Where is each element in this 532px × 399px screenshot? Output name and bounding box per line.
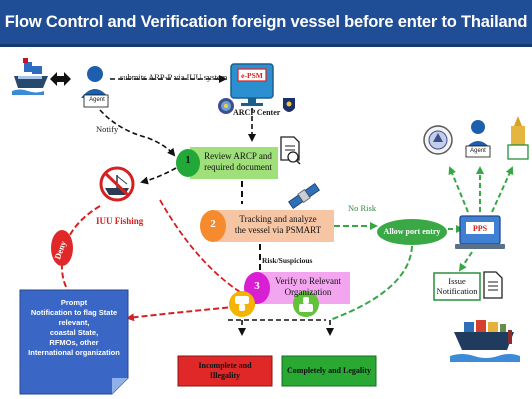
step1-badge xyxy=(176,149,200,177)
iuu-fishing-icon xyxy=(99,166,135,202)
step3-number: 3 xyxy=(254,280,260,292)
iuu-to-thumbsdown-arrow xyxy=(159,199,251,299)
risk-suspicious-label: Risk/Suspicious xyxy=(262,256,313,265)
notification-doc-icon xyxy=(483,271,503,299)
fisheries-dept-emblem-icon xyxy=(507,116,529,160)
pps-label: PPS xyxy=(472,224,488,233)
step1-line2: required document xyxy=(204,162,272,172)
thumbs-down-icon xyxy=(229,291,255,317)
prompt-text: Prompt Notification to flag State releva… xyxy=(22,298,126,358)
incomplete-box xyxy=(177,355,273,387)
allow-port-entry-label: Allow port entry xyxy=(383,227,441,236)
step2-number: 2 xyxy=(210,218,216,230)
navy-shield-icon xyxy=(283,98,295,112)
step1-number: 1 xyxy=(185,155,191,166)
arcp-seal-icon xyxy=(218,98,234,114)
epsm-badge xyxy=(237,68,267,82)
notify-label: Notify xyxy=(96,124,119,134)
step2-box xyxy=(216,210,334,242)
incomplete-line1: Incomplete and xyxy=(198,361,252,370)
bidirectional-arrow-icon xyxy=(50,72,71,86)
step2-line1: Tracking and analyze xyxy=(239,214,317,224)
prompt-line4: coastal State, xyxy=(49,328,99,337)
document-icon xyxy=(280,136,301,165)
pps-to-seal2-arrow xyxy=(491,166,514,213)
step1-box xyxy=(190,147,278,179)
prompt-line5: RFMOs, other xyxy=(49,338,99,347)
step3-line1: Verify to Relevant xyxy=(275,276,341,286)
step3-line2: Organization xyxy=(284,287,332,297)
issue-line2: Notification xyxy=(436,286,478,296)
submits-label: submits ARP-P via IUU system xyxy=(120,72,228,82)
satellite-icon xyxy=(288,182,320,210)
prompt-line1: Prompt xyxy=(60,298,88,307)
agent-left-label: Agent xyxy=(89,97,105,103)
issue-notification-text: Issue Notification xyxy=(434,276,480,296)
step3-text: Verify to Relevant Organization xyxy=(266,276,350,298)
title-bar: Flow Control and Verification foreign ve… xyxy=(0,0,532,47)
deny-badge xyxy=(51,230,73,266)
issue-line1: Issue xyxy=(448,276,466,286)
prompt-line6: International organization xyxy=(28,348,120,357)
pps-to-issue-arrow xyxy=(458,251,473,272)
arcp-center-label: ARCP Center xyxy=(233,108,281,117)
agent-right-label: Agent xyxy=(470,148,486,154)
step2-line2: the vessel via PSMART xyxy=(234,225,322,235)
step1-text: Review ARCP and required document xyxy=(198,151,278,173)
issue-notification-box xyxy=(433,272,481,301)
complete-box xyxy=(281,355,377,387)
thumbs-up-icon xyxy=(293,291,319,317)
pps-laptop-icon xyxy=(455,215,505,249)
epsm-label: e-PSM xyxy=(241,71,263,80)
vessel-icon xyxy=(12,58,48,95)
step1-line1: Review ARCP and xyxy=(204,151,272,161)
prompt-line3: relevant, xyxy=(58,318,90,327)
diagram-title: Flow Control and Verification foreign ve… xyxy=(4,13,528,31)
notify-arrow xyxy=(99,109,176,157)
no-risk-label: No Risk xyxy=(348,203,377,213)
marine-dept-seal-icon xyxy=(423,125,453,155)
step2-text: Tracking and analyze the vessel via PSMA… xyxy=(224,214,332,236)
prompt-line2: Notification to flag State xyxy=(30,308,118,317)
agent-icon-left xyxy=(81,66,109,108)
iuu-fishing-label: IUU Fishing xyxy=(96,216,144,226)
allow-port-entry xyxy=(377,219,447,245)
step2-badge xyxy=(200,210,226,242)
step1-to-iuu-arrow xyxy=(140,167,177,185)
incomplete-text: Incomplete and Illegality xyxy=(178,361,272,381)
incomplete-line2: Illegality xyxy=(209,371,241,380)
pps-to-seal1-arrow xyxy=(448,166,469,213)
complete-text: Completely and Legality xyxy=(287,366,371,375)
cargo-ship-icon xyxy=(450,320,520,362)
agent-icon-right xyxy=(465,120,491,158)
legality-to-allow-arrow xyxy=(329,245,413,321)
prompt-fold xyxy=(112,378,128,394)
